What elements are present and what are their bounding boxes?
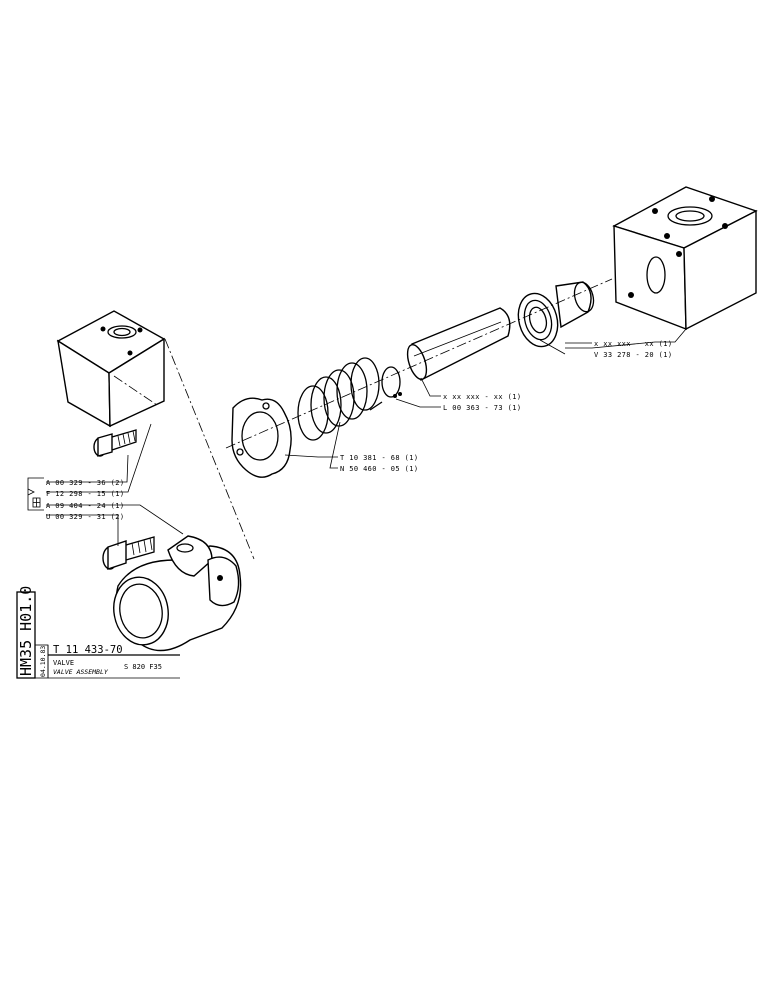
kit-bracket-icon [27, 477, 44, 511]
snap-ring [381, 366, 402, 398]
callout-left-3: A 09 404 - 24 (1) [46, 502, 124, 510]
flange-gasket [231, 397, 292, 478]
callout-left-2: F 12 298 - 15 (1) [46, 490, 124, 498]
sheet-date: 04.10.83 [39, 646, 47, 677]
part-name-italic: VALVE ASSEMBLY [53, 668, 109, 676]
callout-spring-2: N 50 460 - 05 (1) [340, 465, 418, 473]
sheet-code: HM35 H01.0 [17, 586, 35, 676]
callout-spring-1: T 10 381 - 68 (1) [340, 454, 418, 462]
callout-block-right-2: V 33 278 - 20 (1) [594, 351, 672, 359]
valve-spring [297, 357, 383, 441]
leader-lines [46, 328, 687, 546]
callout-block-right-1: x xx xxx - xx (1) [594, 340, 672, 348]
callout-left-1: A 00 329 - 36 (2) [46, 479, 124, 487]
piston-rod [406, 307, 511, 382]
cap-screw-upper [93, 429, 137, 457]
callout-ring-1: x xx xxx - xx (1) [443, 393, 521, 401]
part-number: T 11 433-70 [53, 644, 123, 656]
cap-screw-lower [102, 536, 155, 570]
valve-block-right [612, 186, 758, 331]
valve-body [113, 535, 242, 652]
valve-seat [517, 281, 595, 348]
callout-left-4: U 00 329 - 31 (2) [46, 513, 124, 521]
valve-block-left [56, 310, 166, 428]
part-name: VALVE [53, 659, 74, 667]
callout-ring-2: L 00 363 - 73 (1) [443, 404, 521, 412]
model-code: S 820 F35 [124, 663, 162, 671]
title-block: HM35 H01.0 04.10.83 T 11 433-70 VALVE VA… [16, 586, 180, 679]
assembly-centre-line [113, 278, 613, 560]
